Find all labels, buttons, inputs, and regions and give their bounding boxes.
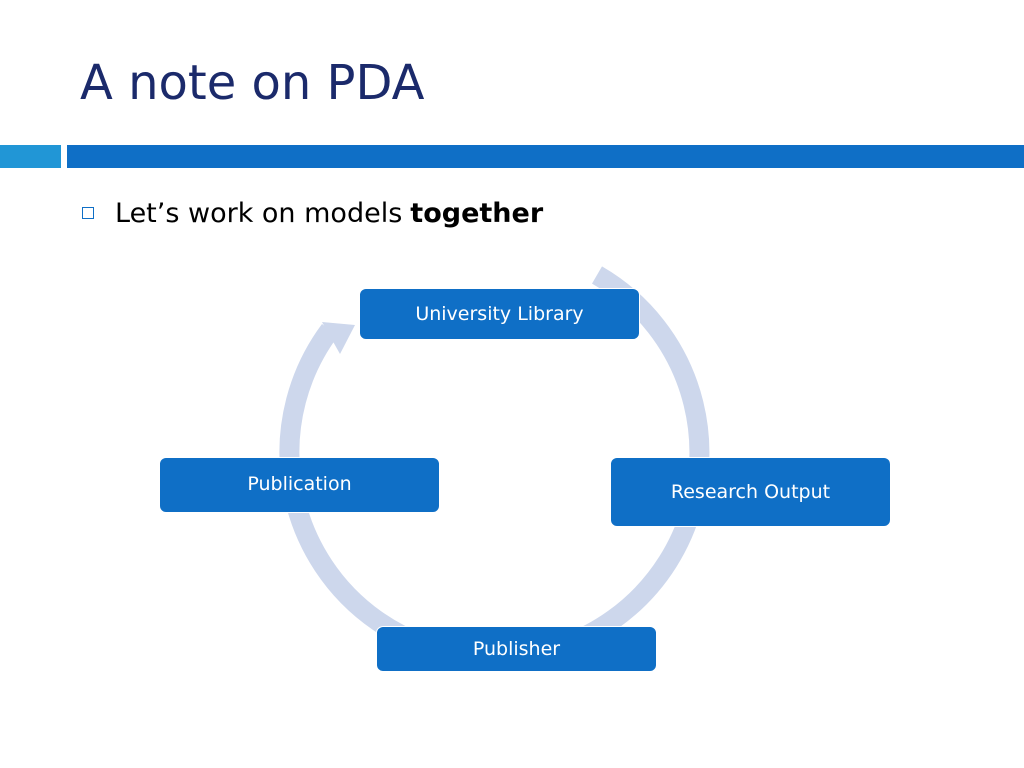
bullet-text: Let’s work on models bbox=[115, 197, 403, 229]
node-publication: Publication bbox=[159, 457, 440, 513]
slide-title: A note on PDA bbox=[80, 55, 425, 111]
node-label: Publisher bbox=[472, 638, 561, 660]
accent-bar-left bbox=[0, 145, 61, 168]
node-label: University Library bbox=[415, 303, 584, 325]
node-label: Research Output bbox=[670, 481, 831, 503]
bullet-emphasis: together bbox=[410, 197, 544, 229]
node-publisher: Publisher bbox=[376, 626, 657, 672]
cycle-arrowhead-icon bbox=[322, 322, 355, 354]
accent-bar-right bbox=[67, 145, 1024, 168]
node-research-output: Research Output bbox=[610, 457, 891, 527]
square-bullet-icon bbox=[82, 207, 94, 219]
node-university-library: University Library bbox=[359, 288, 640, 340]
bullet-item: Let’s work on models together bbox=[82, 193, 543, 233]
node-label: Publication bbox=[247, 473, 352, 495]
